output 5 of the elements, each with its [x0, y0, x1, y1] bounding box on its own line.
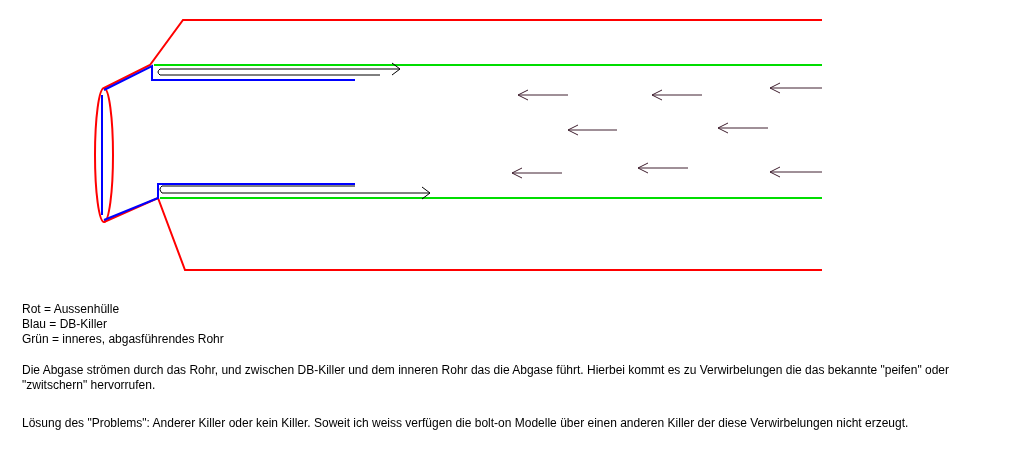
legend-text: Rot = Aussenhülle: [22, 302, 120, 317]
paragraph: Lösung des "Problems": Anderer Killer oder kein Killer. Soweit ich weiss verfügen die bolt-on Modelle über einen anderen Killer der diese Verwirbelungen nicht erzeugt.: [22, 416, 910, 431]
legend-text: Grün = inneres, abgasführendes Rohr: [22, 332, 224, 347]
paragraph: Die Abgase strömen durch das Rohr, und zwischen DB-Killer und dem inneren Rohr das die Abgase führt. Hierbei kommt es zu Verwirbelungen die das bekannte "peifen" oder "zwitschern" hervorrufen.: [22, 363, 951, 393]
legend-text: Blau = DB-Killer: [22, 317, 108, 332]
